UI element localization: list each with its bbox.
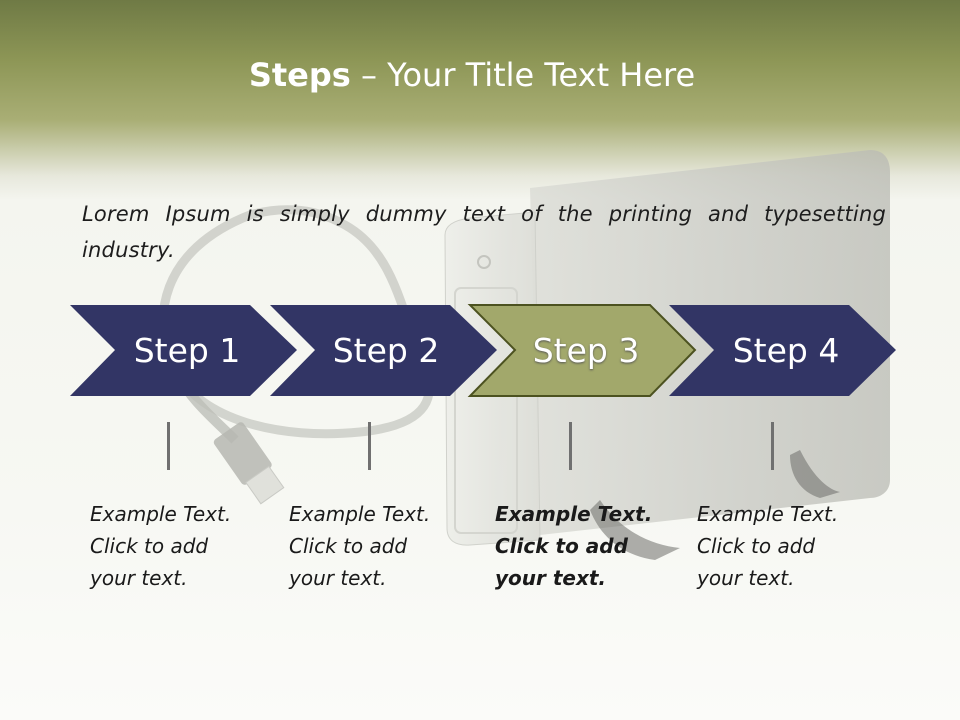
title-rest: – Your Title Text Here xyxy=(360,56,696,94)
step-2-text[interactable]: Example Text. Click to add your text. xyxy=(289,498,464,594)
step-3-label: Step 3 xyxy=(532,331,640,370)
step-4-text-line: Example Text. xyxy=(697,502,839,526)
slide-title: Steps – Your Title Text Here xyxy=(0,54,944,96)
step-2-text-line: your text. xyxy=(289,566,387,590)
step-2-label: Step 2 xyxy=(332,331,440,370)
step-1-text-line: your text. xyxy=(90,566,188,590)
step-2-connector xyxy=(368,422,371,470)
step-1-label: Step 1 xyxy=(133,331,241,370)
step-3-text-line: Click to add xyxy=(495,534,628,558)
step-3-text-line: your text. xyxy=(495,566,607,590)
step-4-chevron[interactable] xyxy=(669,305,896,396)
step-1-text-line: Example Text. xyxy=(90,502,232,526)
step-2-chevron[interactable] xyxy=(270,305,497,396)
step-4-text-line: Click to add xyxy=(697,534,816,558)
step-2-text-line: Click to add xyxy=(289,534,408,558)
step-1-text-line: Click to add xyxy=(90,534,209,558)
step-4-connector xyxy=(771,422,774,470)
step-4-text-line: your text. xyxy=(697,566,795,590)
step-3-text-line: Example Text. xyxy=(495,502,653,526)
step-1-text[interactable]: Example Text. Click to add your text. xyxy=(90,498,265,594)
step-4-text[interactable]: Example Text. Click to add your text. xyxy=(697,498,872,594)
step-1-connector xyxy=(167,422,170,470)
step-3-connector xyxy=(569,422,572,470)
title-strong: Steps xyxy=(248,56,351,94)
step-4-label: Step 4 xyxy=(732,331,840,370)
intro-paragraph: Lorem Ipsum is simply dummy text of the … xyxy=(82,202,886,262)
step-3-chevron[interactable] xyxy=(467,304,697,397)
step-1-chevron[interactable] xyxy=(70,305,297,396)
step-3-text[interactable]: Example Text. Click to add your text. xyxy=(495,498,670,594)
step-2-text-line: Example Text. xyxy=(289,502,431,526)
